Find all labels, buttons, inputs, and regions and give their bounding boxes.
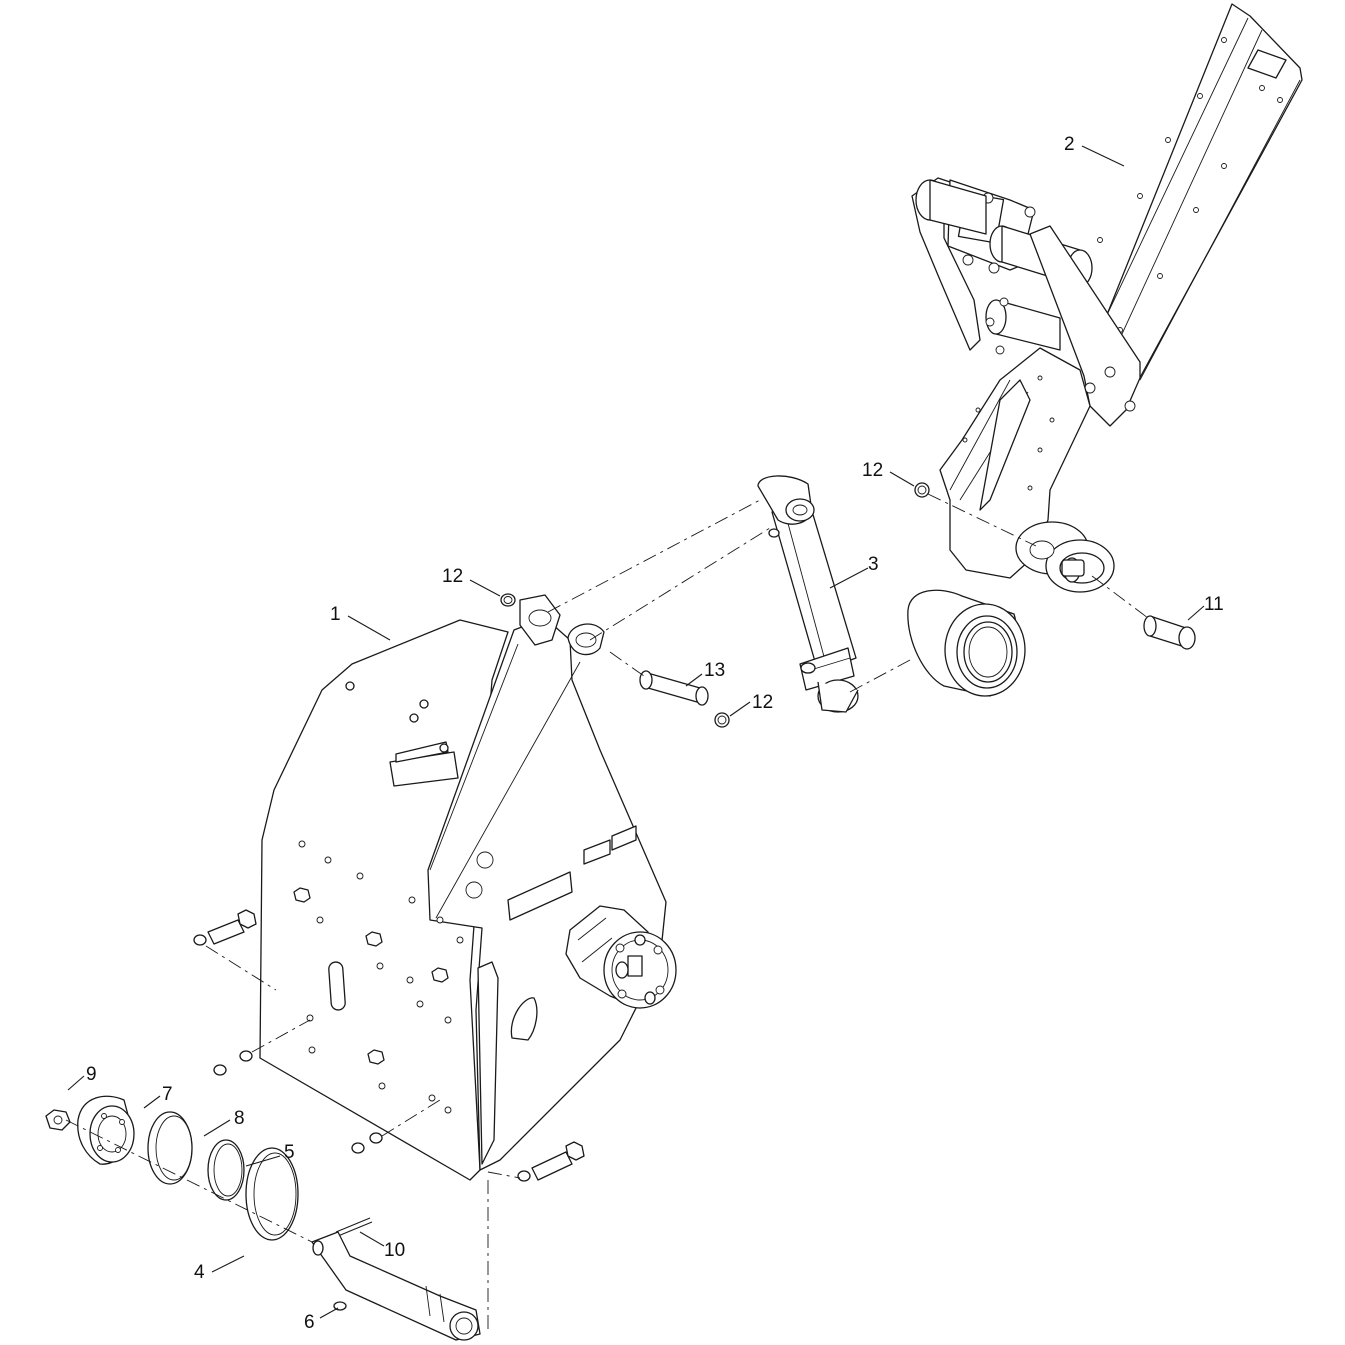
callout-3: 3 — [868, 554, 879, 575]
callout-10: 10 — [384, 1240, 405, 1261]
boom-bearing-housing — [907, 589, 1026, 697]
assembly-center-lines — [65, 493, 1149, 1334]
callout-1: 1 — [330, 604, 341, 625]
retaining-ring-5 — [207, 1139, 245, 1201]
hub-7 — [77, 1095, 135, 1165]
callout-5: 5 — [284, 1142, 295, 1163]
callout-7: 7 — [162, 1084, 173, 1105]
callout-leaders — [67, 145, 1205, 1319]
bolts-and-washers — [193, 909, 585, 1182]
plate-bolt-heads — [293, 887, 449, 1065]
bearing-ring-4 — [245, 1147, 299, 1241]
seal-8 — [147, 1111, 193, 1185]
callout-2: 2 — [1064, 134, 1075, 155]
drive-shaft — [311, 1231, 481, 1341]
boom-arm — [1085, 3, 1303, 401]
hub-nut-9 — [45, 1109, 71, 1131]
snap-rings — [500, 482, 930, 728]
hydraulic-cylinder — [757, 475, 859, 713]
boom-mount-bracket — [911, 177, 1093, 355]
boom-lower-arm — [939, 225, 1141, 579]
pivot-pin-11 — [1143, 615, 1196, 650]
callout-12-right: 12 — [862, 460, 883, 481]
callout-8: 8 — [234, 1108, 245, 1129]
boom-knuckle — [1015, 521, 1115, 593]
callout-11: 11 — [1204, 594, 1224, 615]
callout-12-center: 12 — [752, 692, 773, 713]
callout-labels: 1 2 3 4 5 6 7 8 9 10 11 12 12 12 13 — [86, 134, 1224, 1333]
callout-4: 4 — [194, 1262, 205, 1283]
hydraulic-motor — [565, 905, 677, 1009]
pivot-pin-13 — [639, 670, 709, 706]
callout-13: 13 — [704, 660, 725, 681]
callout-9: 9 — [86, 1064, 97, 1085]
roll-pin-10 — [335, 1217, 373, 1237]
callout-6: 6 — [304, 1312, 315, 1333]
main-frame-plate — [259, 594, 667, 1181]
callout-12-left: 12 — [442, 566, 463, 587]
